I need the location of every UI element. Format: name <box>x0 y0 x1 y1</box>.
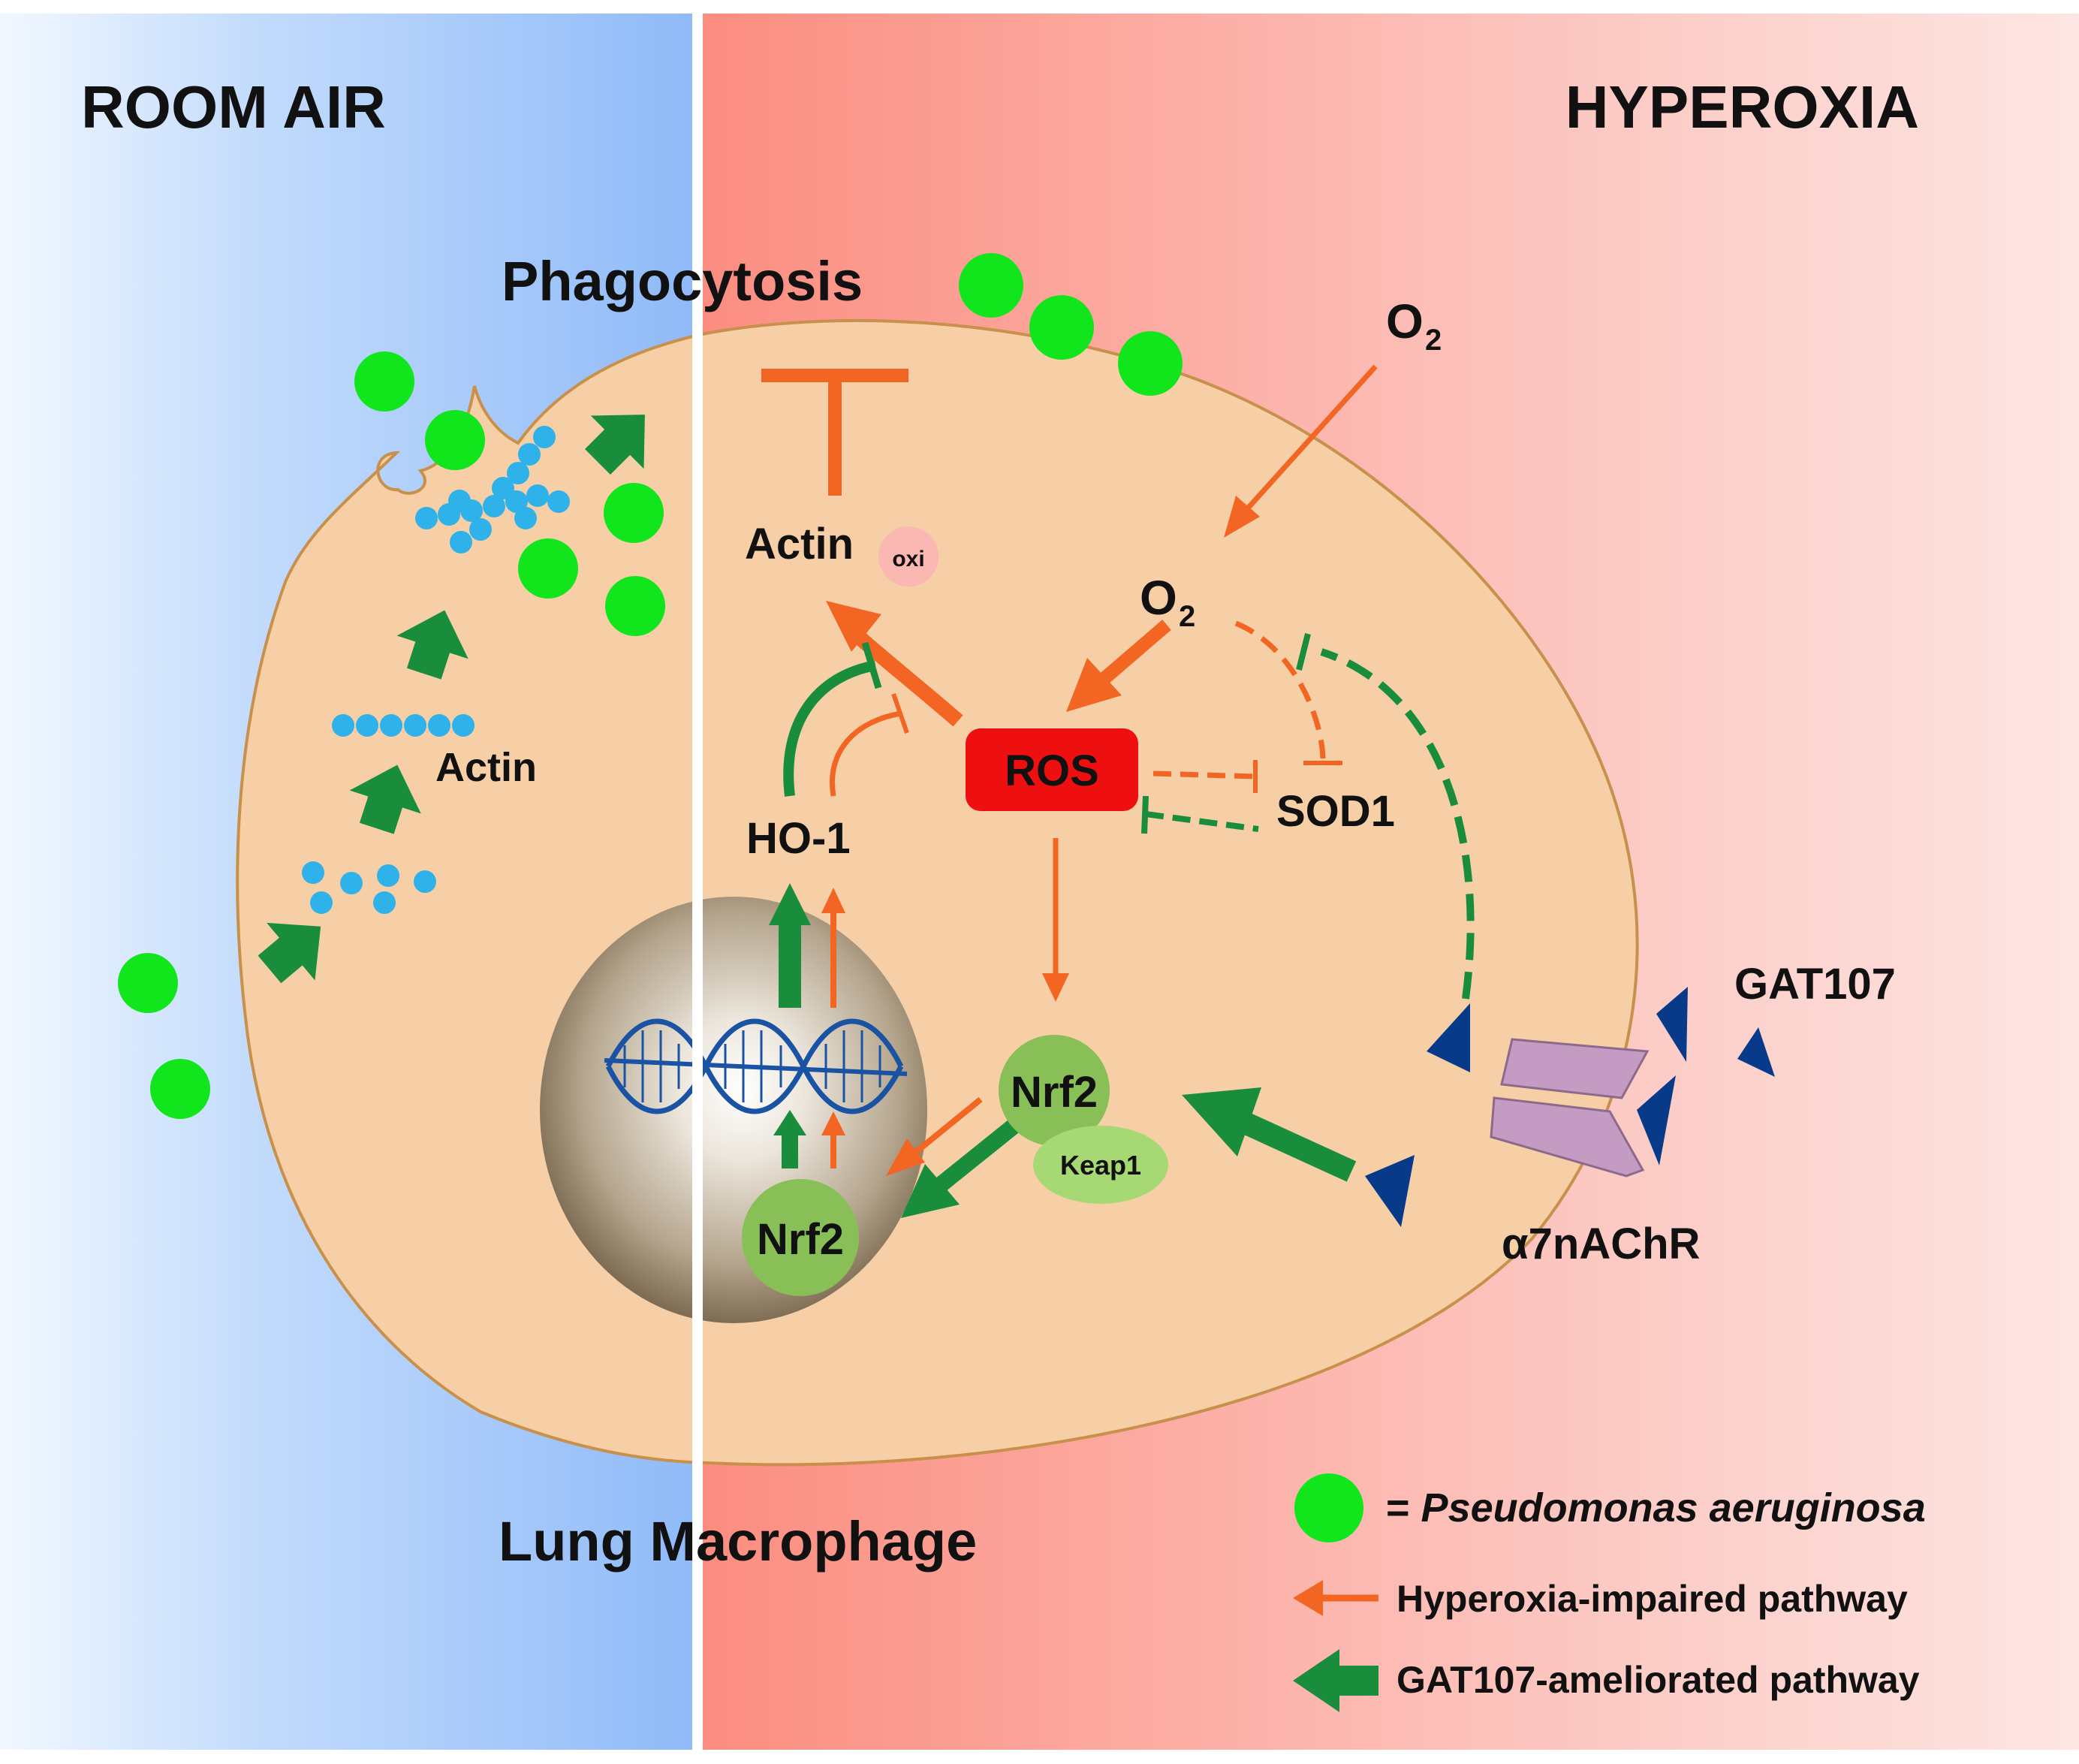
o2-entry-arrow <box>1224 364 1378 538</box>
bacterium <box>605 576 665 636</box>
bacterium <box>518 538 578 599</box>
ros-label: ROS <box>1005 746 1099 795</box>
legend-bacteria-name: Pseudomonas aeruginosa <box>1421 1485 1926 1530</box>
ros-to-nrf2-arrow <box>1042 838 1069 1002</box>
bacterium <box>425 410 485 470</box>
actin-monomers <box>302 861 436 914</box>
room-air-arrows <box>258 415 645 984</box>
receptor-label: α7nAChR <box>1502 1220 1700 1268</box>
receptor-inhibits-o2-green <box>1296 633 1475 1000</box>
bacterium <box>118 953 178 1013</box>
ho1-inhibits-ros-green <box>783 641 882 797</box>
ros-sod1-inhibitions <box>1141 760 1259 834</box>
hyperoxia-title: HYPEROXIA <box>1565 74 1919 140</box>
nrf2-translocation-arrows <box>886 1096 1028 1218</box>
legend-gat107-label: GAT107-ameliorated pathway <box>1397 1659 1920 1701</box>
bacterium <box>604 483 664 543</box>
o2-outside-subscript: 2 <box>1425 324 1442 357</box>
cell-name-label: Lung Macrophage <box>499 1510 977 1573</box>
ho1-label: HO-1 <box>746 814 851 863</box>
dna-helix-icon <box>604 1018 908 1114</box>
nrf2-nucleus-node <box>742 1179 859 1296</box>
bacterium <box>150 1059 210 1119</box>
legend-green-arrow-icon <box>1293 1649 1378 1712</box>
oxi-subscript: oxi <box>892 547 924 571</box>
receptor-to-nrf2-arrow <box>1182 1087 1357 1182</box>
gat107-ligands <box>1365 987 1775 1227</box>
nucleus <box>540 897 927 1323</box>
green-arrow <box>258 922 321 984</box>
o2-outside-label: O <box>1386 294 1424 348</box>
alpha7-receptor-icon <box>1490 1038 1650 1178</box>
legend-bacterium-icon <box>1294 1473 1363 1542</box>
legend-orange-arrow-icon <box>1293 1580 1378 1616</box>
legend-hyperoxia-label: Hyperoxia-impaired pathway <box>1397 1578 1908 1620</box>
actin-network <box>415 426 570 553</box>
bacterium <box>959 253 1023 318</box>
ros-box <box>966 728 1138 811</box>
actin-oxi-label: Actin <box>745 520 854 568</box>
green-arrow <box>349 764 421 834</box>
legend-equals: = <box>1386 1485 1421 1530</box>
bacterium <box>1118 331 1183 396</box>
nrf2-cytoplasm-label: Nrf2 <box>1011 1068 1098 1117</box>
green-arrow <box>396 610 469 680</box>
bacteria-group <box>118 253 1183 1119</box>
actin-label: Actin <box>435 745 537 790</box>
nrf2-to-ho1-arrows <box>769 883 845 1008</box>
gat107-label: GAT107 <box>1734 960 1896 1009</box>
o2-inhibits-sod1 <box>1234 620 1342 765</box>
ho1-inhibits-ros-orange <box>830 693 909 797</box>
nrf2-cytoplasm-node <box>999 1035 1110 1146</box>
o2-inside-subscript: 2 <box>1179 600 1195 633</box>
keap1-label: Keap1 <box>1060 1150 1141 1181</box>
ros-to-actin-arrow <box>826 601 963 727</box>
o2-to-ros-arrow <box>1066 620 1171 712</box>
nrf2-nucleus-label: Nrf2 <box>757 1215 844 1264</box>
nrf2-to-dna-arrows <box>773 1110 845 1168</box>
green-arrow <box>585 415 645 475</box>
phagocytosis-inhibition <box>761 369 908 496</box>
actin-chain <box>332 714 475 737</box>
phagocytosis-label: Phagocytosis <box>502 250 863 312</box>
oxi-badge <box>878 526 939 586</box>
panel-divider <box>692 0 703 1764</box>
sod1-label: SOD1 <box>1276 787 1395 836</box>
keap1-node <box>1033 1126 1168 1204</box>
room-air-title: ROOM AIR <box>81 74 386 140</box>
bacterium <box>1029 295 1094 360</box>
o2-inside-label: O <box>1140 571 1177 625</box>
legend-bacteria-label: = Pseudomonas aeruginosa <box>1386 1485 1926 1530</box>
bacterium <box>354 351 414 412</box>
